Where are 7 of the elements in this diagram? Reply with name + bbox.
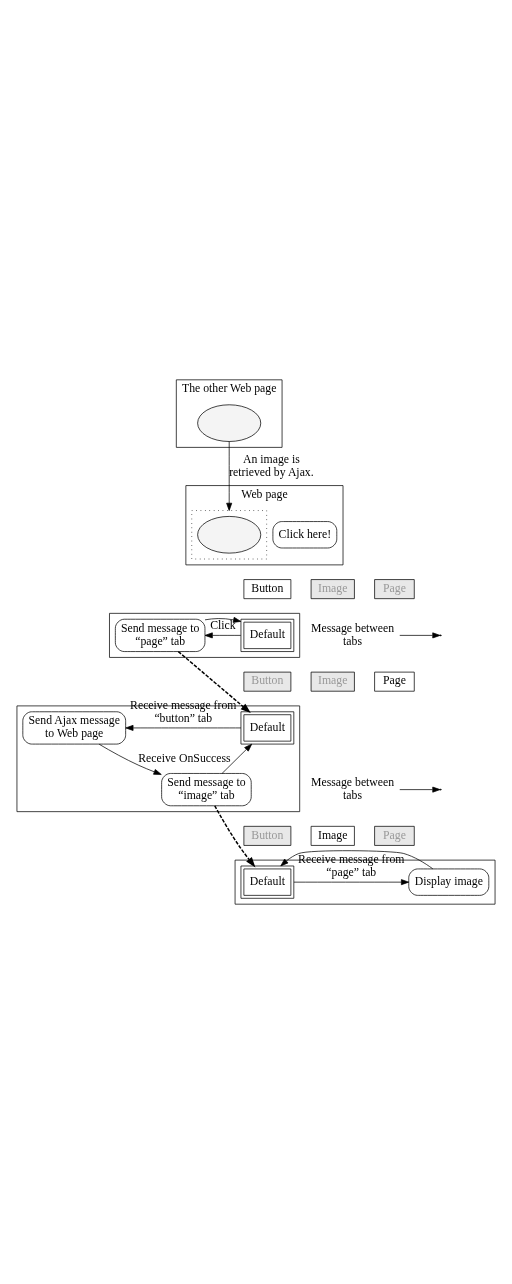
- node-text: Message between tabs: [310, 621, 395, 648]
- edge-label: Receive message from “button” tab: [130, 698, 237, 725]
- edge-label: Receive OnSuccess: [138, 751, 231, 765]
- edge-label: An image is retrieved by Ajax.: [229, 452, 314, 479]
- node-text: Message between tabs: [310, 775, 395, 803]
- edge-label: Click: [210, 619, 236, 633]
- edge-label: Receive message from “page” tab: [298, 852, 405, 880]
